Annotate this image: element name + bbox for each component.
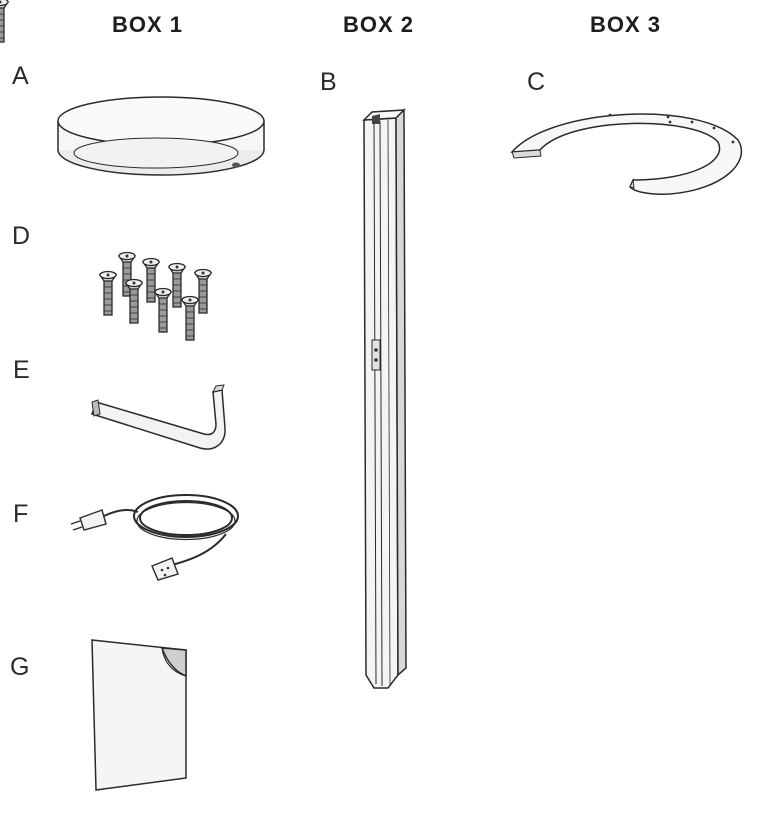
screws-icon <box>0 0 212 341</box>
pole-icon <box>362 108 407 689</box>
part-c-letter: C <box>527 68 546 96</box>
allen-key-icon <box>91 384 226 450</box>
power-cable-icon <box>70 494 239 581</box>
part-b-letter: B <box>320 68 337 96</box>
box-3-title: BOX 3 <box>590 12 662 37</box>
part-f-letter: F <box>13 500 29 528</box>
base-ring-icon <box>510 113 743 195</box>
adhesive-sheet-icon <box>91 639 187 791</box>
part-g-letter: G <box>10 653 30 681</box>
part-a-letter: A <box>12 62 29 90</box>
part-d-letter: D <box>12 222 31 250</box>
box-1-title: BOX 1 <box>112 12 184 37</box>
box-2-title: BOX 2 <box>343 12 415 37</box>
part-e-letter: E <box>13 356 30 384</box>
lamp-head-icon <box>57 96 265 176</box>
